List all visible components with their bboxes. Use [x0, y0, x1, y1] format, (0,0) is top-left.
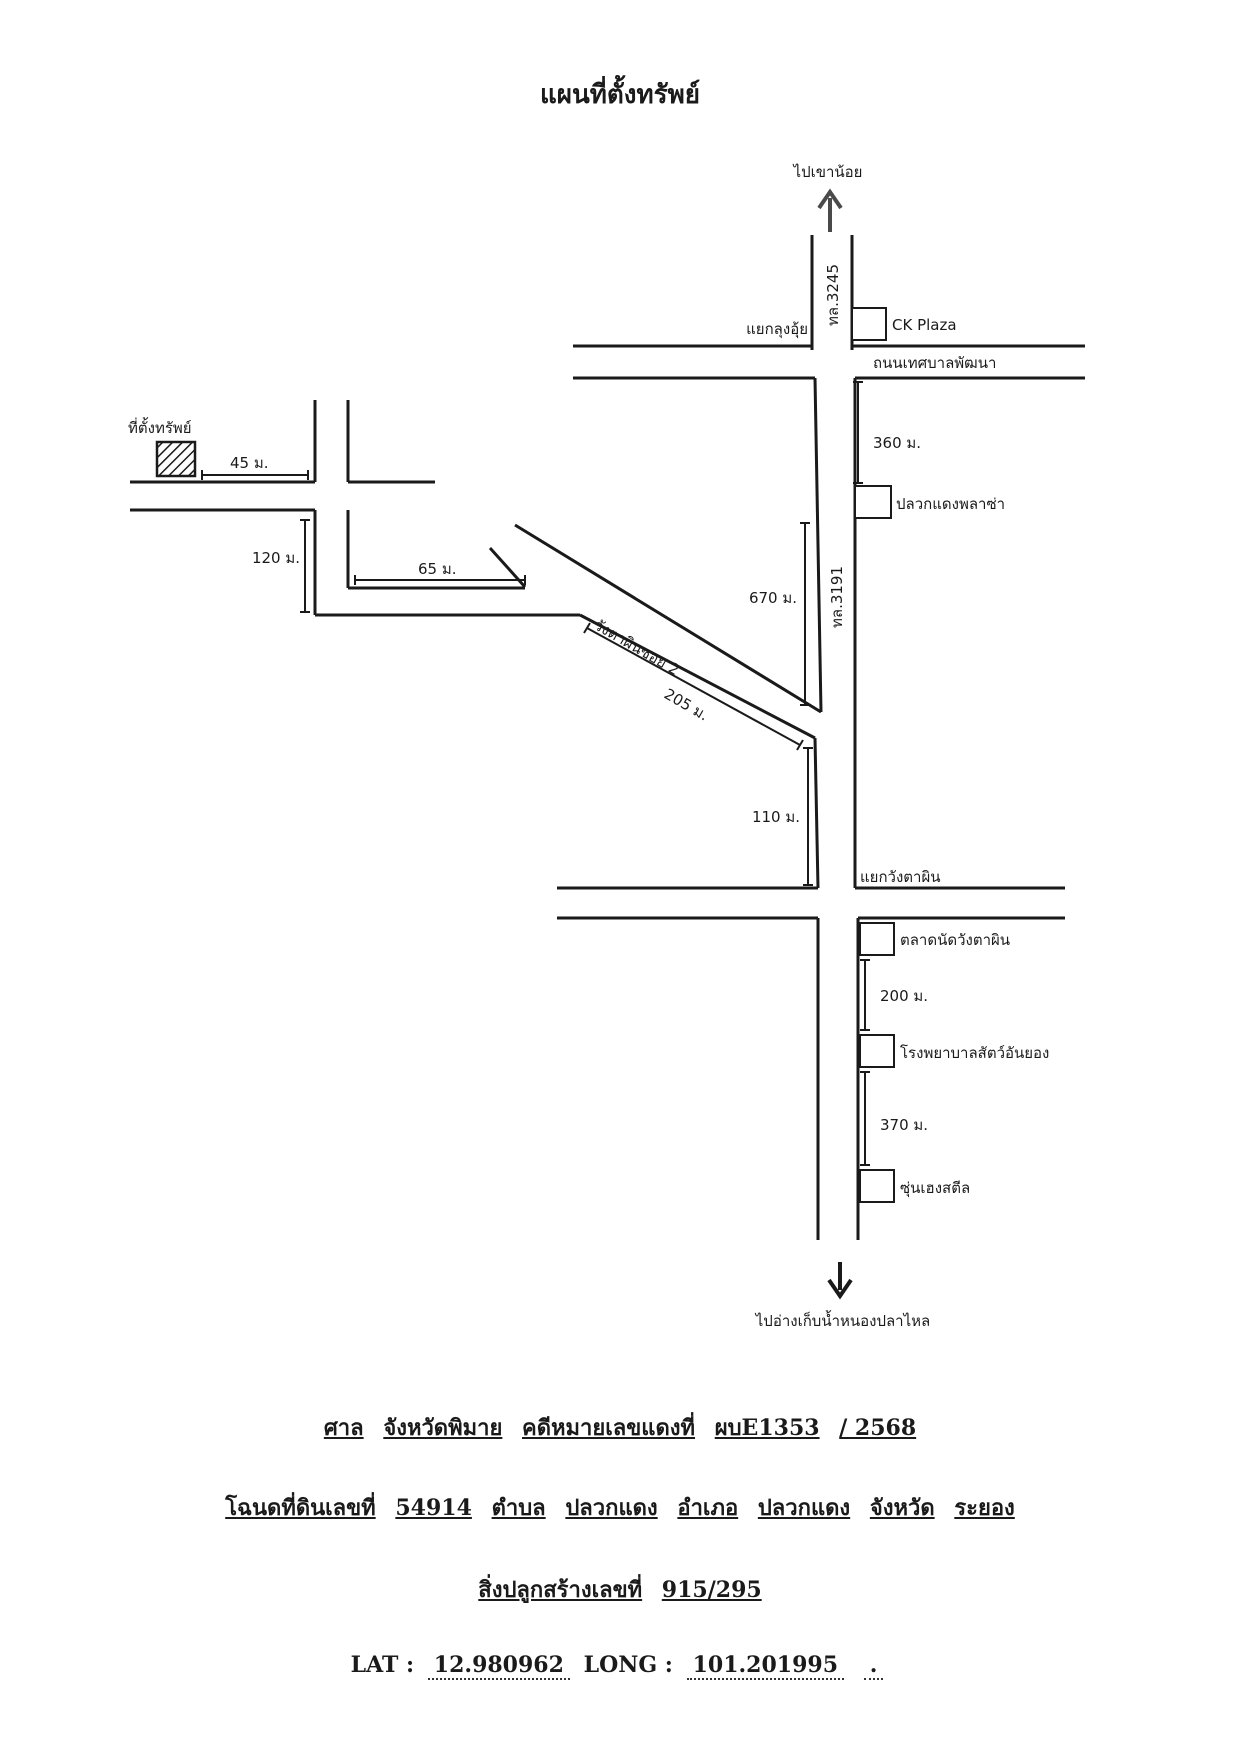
road-3191-label: ทล.3191 [828, 566, 846, 628]
distance-120m: 120 ม. [252, 549, 300, 567]
arrow-south-icon [827, 1262, 853, 1300]
deed-line: โฉนดที่ดินเลขที่ 54914 ตำบล ปลวกแดง อำเภ… [0, 1490, 1240, 1525]
dimension-65m [354, 575, 526, 585]
ck-plaza-box [851, 307, 887, 341]
distance-360m: 360 ม. [873, 434, 921, 452]
steel-shop-label: ซุ่นเฮงสตีล [900, 1179, 970, 1198]
district-label: อำเภอ [677, 1495, 739, 1521]
junction-south-label: แยกวังตาผิน [860, 868, 941, 886]
vet-hospital-label: โรงพยาบาลสัตว์อันยอง [900, 1044, 1049, 1062]
subdistrict-label: ตำบล [491, 1495, 546, 1521]
coordinates-trailing: . [863, 1652, 884, 1680]
map-title: แผนที่ตั้งทรัพย์ [540, 80, 700, 110]
long-value: 101.201995 [686, 1652, 845, 1680]
property-label: ที่ตั้งทรัพย์ [128, 417, 192, 437]
court-case-line: ศาล จังหวัดพิมาย คดีหมายเลขแดงที่ ผบE135… [0, 1410, 1240, 1445]
distance-200m: 200 ม. [880, 987, 928, 1005]
lat-label: LAT : [350, 1652, 415, 1678]
local-lanes [130, 400, 525, 615]
cross-road-north [573, 344, 1085, 380]
distance-670m: 670 ม. [749, 589, 797, 607]
cross-road-label: ถนนเทศบาลพัฒนา [873, 354, 996, 372]
district-value: ปลวกแดง [757, 1495, 851, 1521]
soi-label: วังตาผินซอย 2 [591, 616, 682, 679]
dimension-110m [803, 747, 813, 886]
market-box [859, 922, 895, 956]
subdistrict-value: ปลวกแดง [565, 1495, 658, 1521]
lat-value: 12.980962 [427, 1652, 570, 1680]
dimension-670m [800, 522, 810, 706]
case-year: / 2568 [839, 1415, 917, 1441]
distance-110m: 110 ม. [752, 808, 800, 826]
junction-north-label: แยกลุงอุ้ย [746, 320, 808, 339]
deed-number: 54914 [395, 1495, 472, 1521]
dimension-360m [853, 381, 863, 484]
deed-label: โฉนดที่ดินเลขที่ [225, 1495, 376, 1521]
building-number: 915/295 [661, 1577, 762, 1603]
distance-205m: 205 ม. [661, 685, 712, 725]
province-label: จังหวัด [869, 1495, 935, 1521]
main-highway [810, 235, 860, 1240]
dimension-45m [201, 470, 309, 480]
long-label: LONG : [583, 1652, 673, 1678]
building-label: สิ่งปลูกสร้างเลขที่ [478, 1577, 643, 1603]
steel-shop-box [859, 1169, 895, 1203]
distance-45m: 45 ม. [230, 454, 269, 472]
case-number: ผบE1353 [714, 1415, 820, 1441]
pluak-plaza-box [854, 485, 892, 519]
pluak-plaza-label: ปลวกแดงพลาซ่า [896, 495, 1005, 513]
dimension-370m [860, 1071, 870, 1166]
soi-road [315, 523, 822, 740]
province-value: ระยอง [954, 1495, 1015, 1521]
ck-plaza-label: CK Plaza [892, 316, 957, 334]
market-label: ตลาดนัดวังตาผิน [900, 931, 1010, 949]
arrow-north-icon [817, 188, 843, 232]
road-3245-label: ทล.3245 [824, 264, 842, 326]
dimension-200m [860, 959, 870, 1031]
distance-370m: 370 ม. [880, 1116, 928, 1134]
case-label: คดีหมายเลขแดงที่ [522, 1415, 696, 1441]
court-prefix: ศาล [323, 1415, 364, 1441]
dimension-120m [300, 519, 310, 613]
court-name: จังหวัดพิมาย [383, 1415, 503, 1441]
south-direction-label: ไปอ่างเก็บน้ำหนองปลาไหล [755, 1310, 930, 1330]
coordinates-line: LAT : 12.980962 LONG : 101.201995 . [0, 1652, 1240, 1680]
distance-65m: 65 ม. [418, 560, 457, 578]
property-marker [155, 440, 197, 478]
vet-hospital-box [859, 1034, 895, 1068]
cross-road-south [557, 886, 1065, 920]
north-direction-label: ไปเขาน้อย [793, 163, 863, 181]
building-line: สิ่งปลูกสร้างเลขที่ 915/295 [0, 1572, 1240, 1607]
dimension-205m [583, 622, 804, 751]
